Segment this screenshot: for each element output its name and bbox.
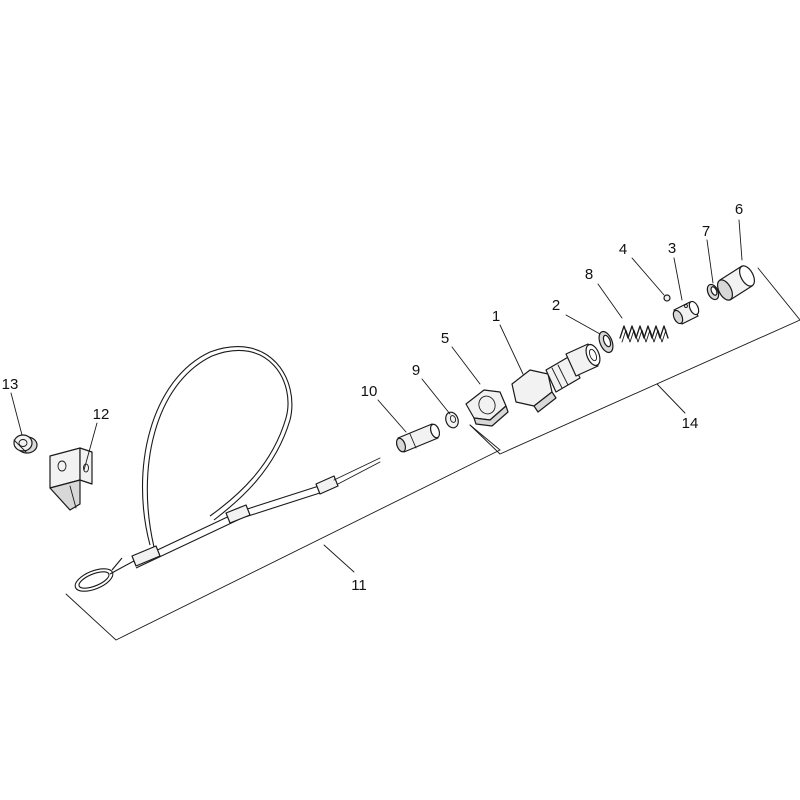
- callout-2: 2: [552, 297, 560, 314]
- part-5-hex-nut: [465, 389, 509, 427]
- part-11-cable-assembly: [74, 346, 381, 592]
- callout-10: 10: [361, 383, 378, 400]
- callout-6: 6: [735, 201, 743, 218]
- part-4-ball: [663, 294, 671, 302]
- part-3-plunger: [672, 300, 700, 325]
- bracket-line-11: [65, 424, 501, 641]
- callout-13: 13: [2, 376, 19, 393]
- callout-14: 14: [682, 415, 699, 432]
- leader-lines: [10, 219, 743, 573]
- part-10-sleeve: [395, 423, 441, 453]
- callout-3: 3: [668, 240, 676, 257]
- part-9-washer: [445, 411, 459, 429]
- part-7-retainer-ring: [706, 283, 720, 301]
- callout-7: 7: [702, 223, 710, 240]
- callout-12: 12: [93, 406, 110, 423]
- part-1-fitting-body: [511, 343, 601, 413]
- part-8-spring: [619, 325, 669, 343]
- part-2-o-ring: [598, 330, 614, 354]
- callout-4: 4: [619, 241, 627, 258]
- part-13-bushing: [13, 434, 38, 454]
- callout-11: 11: [351, 577, 367, 594]
- bracket-line-14: [469, 267, 800, 455]
- part-12-bracket: [49, 447, 93, 511]
- part-6-cap: [717, 265, 755, 301]
- callout-1: 1: [492, 308, 500, 325]
- callout-9: 9: [412, 362, 420, 379]
- callout-8: 8: [585, 266, 593, 283]
- callout-5: 5: [441, 330, 449, 347]
